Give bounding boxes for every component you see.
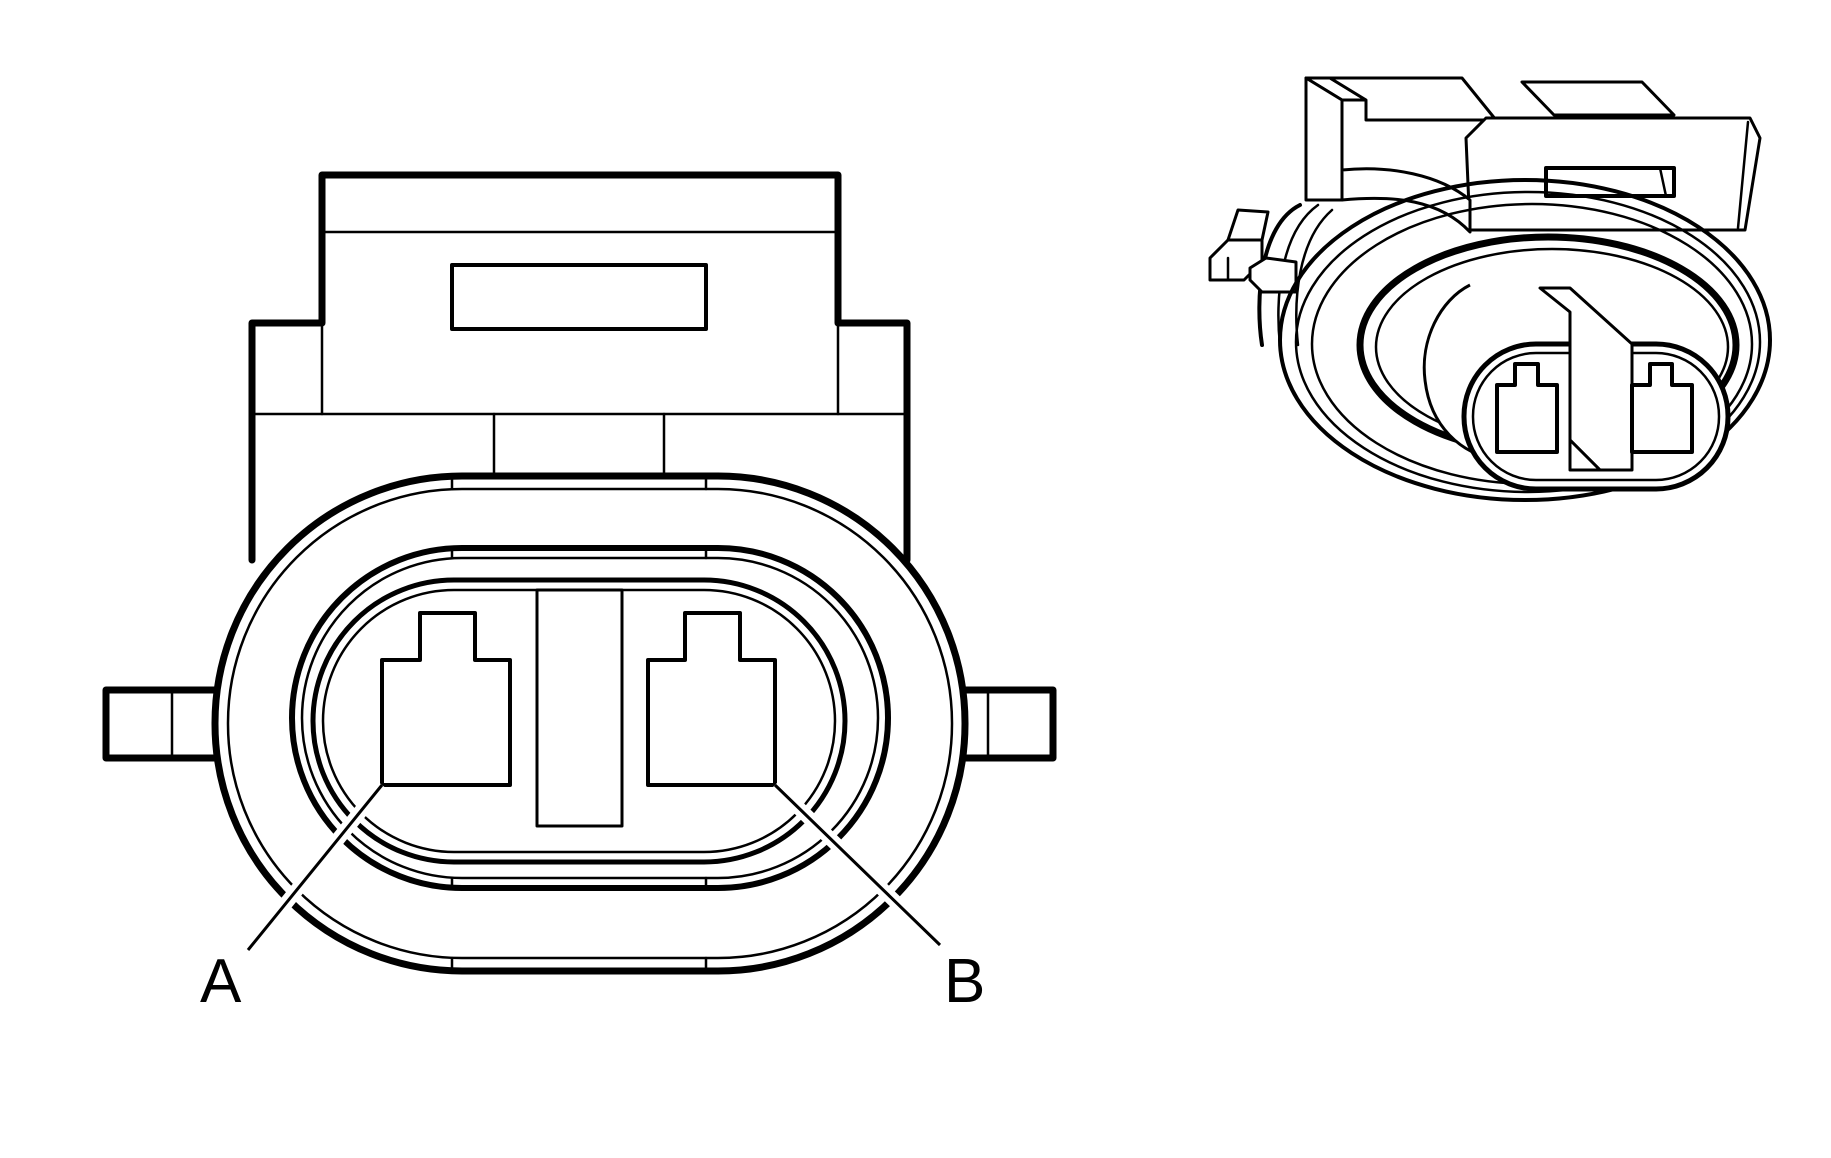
iso-terminal-cavity-a <box>1495 362 1559 454</box>
iso-left-tab <box>1208 208 1298 294</box>
connector-front-view: A B <box>102 171 1057 1016</box>
pin-label-b: B <box>944 947 985 1016</box>
pin-label-a: A <box>200 947 242 1016</box>
connector-isometric-view <box>1208 76 1772 502</box>
terminal-cavity-b <box>646 611 777 787</box>
left-ear <box>102 686 230 762</box>
pin-a-leader <box>242 780 388 955</box>
seal-rings <box>289 545 891 891</box>
center-key <box>535 588 624 828</box>
lock-slot <box>450 263 708 331</box>
housing-body <box>248 171 911 564</box>
terminal-cavity-a <box>380 611 512 787</box>
pin-b-leader <box>770 779 945 951</box>
iso-terminal-cavity-b <box>1630 362 1694 454</box>
iso-top-housing <box>1304 76 1762 234</box>
